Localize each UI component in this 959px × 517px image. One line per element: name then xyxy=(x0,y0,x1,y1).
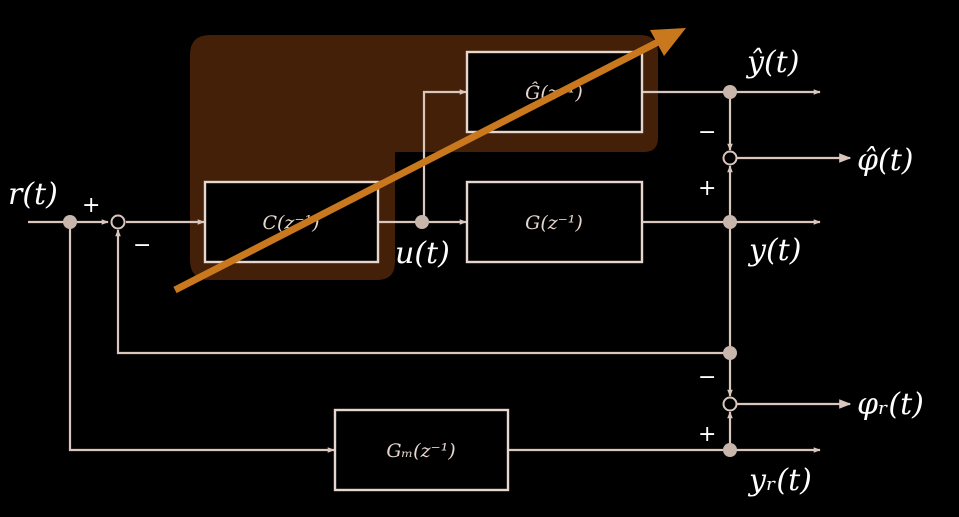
input-summing-junction xyxy=(110,214,126,230)
reference-output-node xyxy=(723,443,737,457)
reference-plus-sign: + xyxy=(698,422,716,447)
reference-error-label: φᵣ(t) xyxy=(857,387,924,422)
output-signal-label: y(t) xyxy=(747,233,801,268)
signal-wires xyxy=(28,89,852,453)
reference-model-block: Gₘ(z⁻¹) xyxy=(333,408,510,492)
feedback-node xyxy=(723,346,737,360)
plant-label: G(z⁻¹) xyxy=(525,212,583,234)
adaptation-arrow-icon xyxy=(173,28,686,294)
estimated-output-label: ŷ(t) xyxy=(745,45,799,80)
control-junction-node xyxy=(415,215,429,229)
reference-signal-label: r(t) xyxy=(8,177,58,212)
estimated-output-node xyxy=(723,85,737,99)
reference-output-label: yᵣ(t) xyxy=(747,463,812,498)
estimation-error-label: φ̂(t) xyxy=(857,143,913,178)
reference-junction-node xyxy=(63,215,77,229)
reference-summing-junction xyxy=(722,396,738,412)
output-node xyxy=(723,215,737,229)
reference-minus-sign: − xyxy=(698,365,716,390)
plant-block: G(z⁻¹) xyxy=(465,180,644,264)
controller-block: C(z⁻¹) xyxy=(203,180,380,264)
reference-model-label: Gₘ(z⁻¹) xyxy=(386,440,455,462)
input-plus-sign: + xyxy=(82,193,100,218)
estimation-plus-sign: + xyxy=(698,176,716,201)
controller-label: C(z⁻¹) xyxy=(262,212,319,234)
estimation-minus-sign: − xyxy=(698,120,716,145)
input-minus-sign: − xyxy=(133,233,151,258)
control-signal-label: u(t) xyxy=(395,236,450,271)
estimation-summing-junction xyxy=(722,150,738,166)
